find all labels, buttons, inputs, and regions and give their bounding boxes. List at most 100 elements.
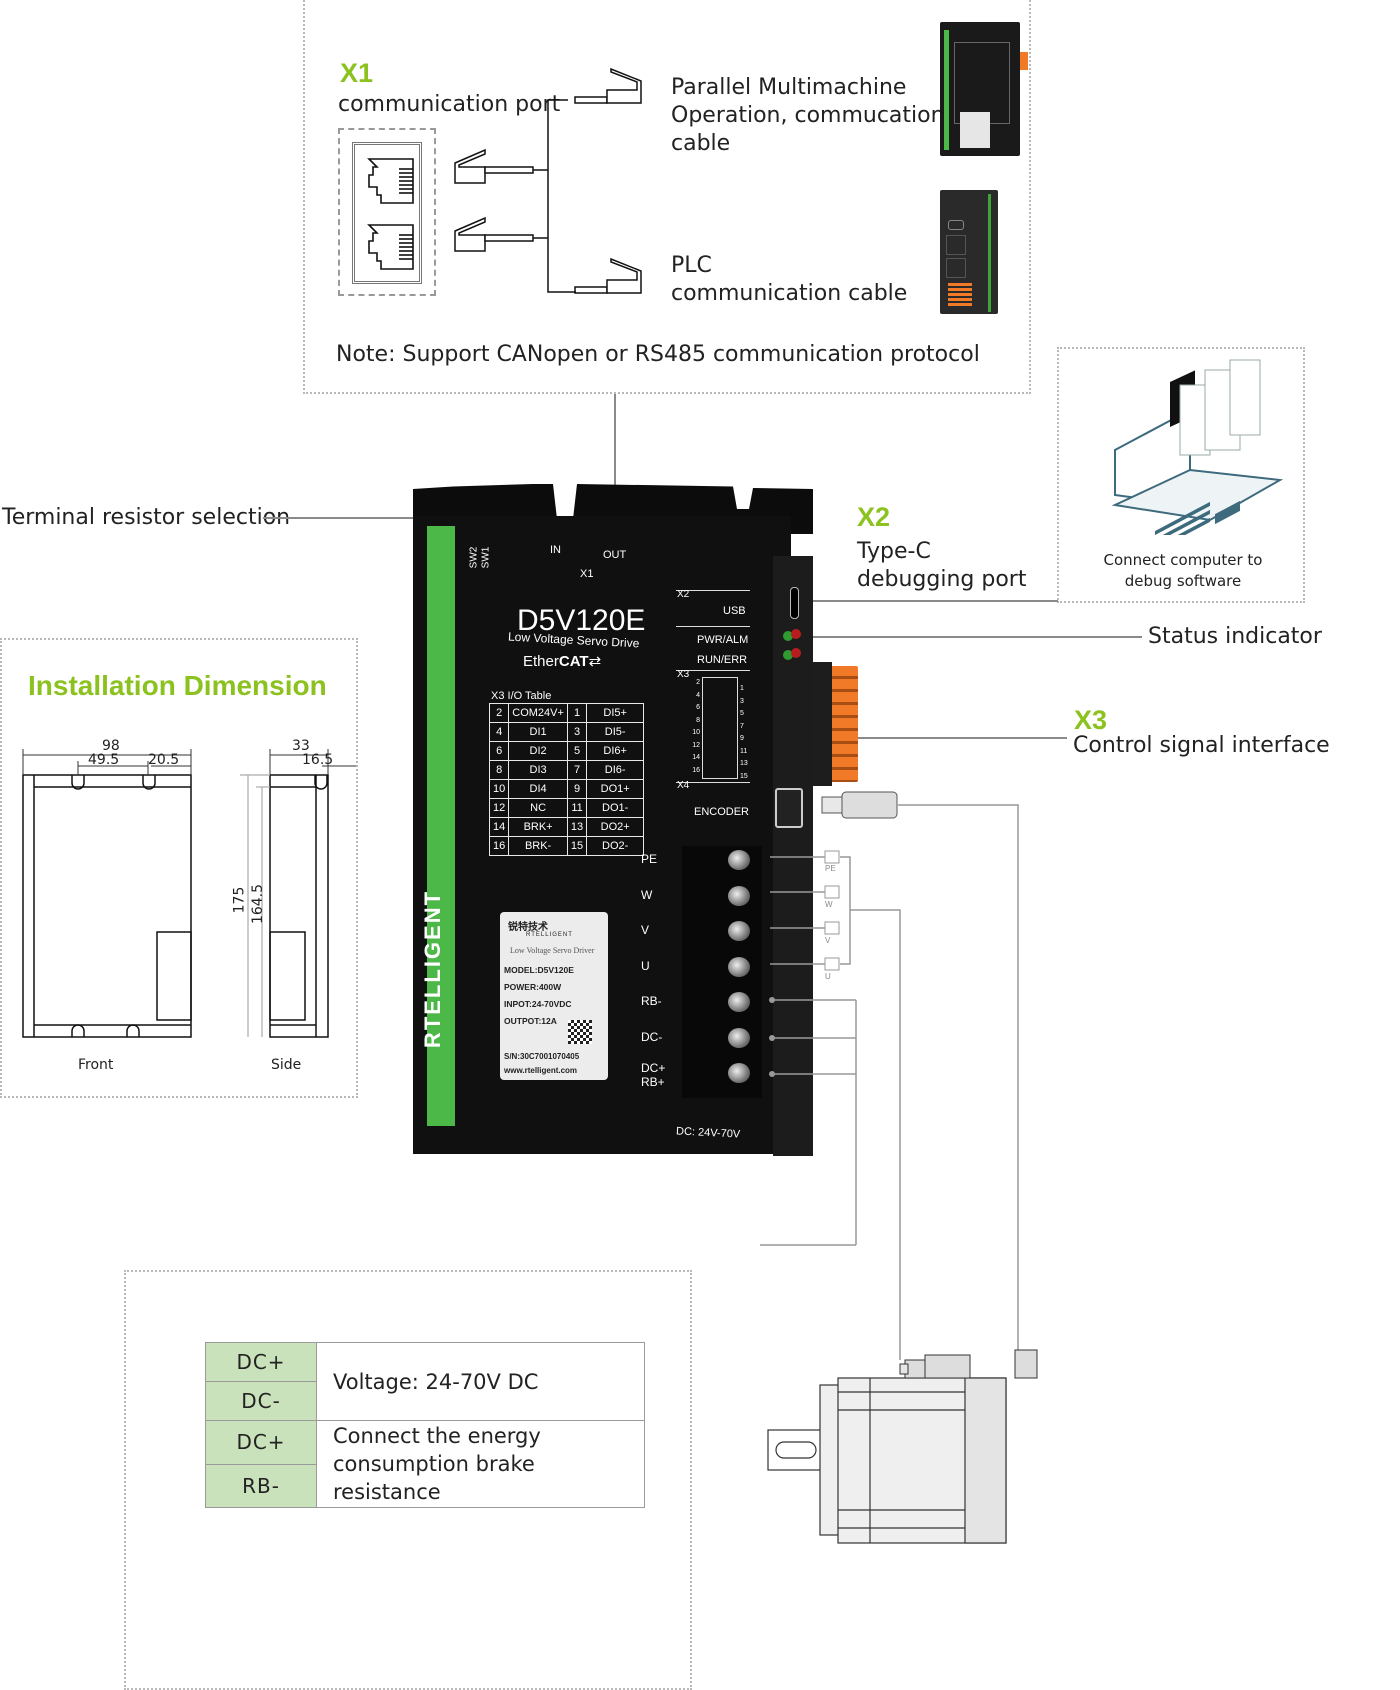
x3-pin-number: 6 xyxy=(696,704,700,711)
x3-pin-number: 2 xyxy=(696,679,700,686)
x3-port-label: X3 xyxy=(677,669,690,680)
x2-port-label: X2 xyxy=(677,589,690,600)
installation-title: Installation Dimension xyxy=(28,670,327,701)
x3-pin-number: 10 xyxy=(692,729,700,736)
wire-tag: PE xyxy=(825,864,836,873)
terminal-key: RB- xyxy=(205,1463,317,1508)
x2-title: Type-C debugging port xyxy=(857,538,1026,594)
terminal-label: U xyxy=(641,958,650,973)
ethercat-arrows-icon: ⇄ xyxy=(588,653,602,670)
io-pin-number: 7 xyxy=(566,760,588,780)
rj45-plug-icon xyxy=(606,67,642,104)
terminal-screw-icon[interactable] xyxy=(728,850,750,870)
x3-orange-connector[interactable] xyxy=(830,666,858,782)
plc-thumbnail xyxy=(940,190,998,314)
dim-front-slot-spacing: 49.5 xyxy=(88,752,120,768)
io-signal: DO1- xyxy=(586,798,645,818)
terminal-screw-icon[interactable] xyxy=(728,992,750,1012)
usb-typec-port[interactable] xyxy=(790,587,799,619)
x2-software-panel xyxy=(1057,347,1305,603)
io-pin-number: 8 xyxy=(488,760,510,780)
io-signal: DI5- xyxy=(586,722,645,742)
x3-pin-number: 1 xyxy=(740,685,744,692)
servo-drive-thumbnail xyxy=(940,22,1028,156)
io-signal: NC xyxy=(508,798,568,818)
encoder-label: ENCODER xyxy=(694,806,750,818)
io-signal: COM24V+ xyxy=(508,703,568,723)
side-view-label: Side xyxy=(271,1057,302,1073)
x3-pin-number: 11 xyxy=(740,747,748,755)
x1-tag: X1 xyxy=(340,58,374,88)
status-indicator-label: Status indicator xyxy=(1148,624,1322,649)
terminal-label: DC+ RB+ xyxy=(641,1061,666,1089)
io-pin-number: 16 xyxy=(488,836,510,856)
label-line: Parallel Multimachine xyxy=(671,75,907,100)
power-table-row: DC- xyxy=(205,1381,645,1421)
terminal-screw-icon[interactable] xyxy=(728,1063,750,1083)
wire-tag: U xyxy=(825,972,831,981)
encoder-port[interactable] xyxy=(775,788,803,828)
model-name: D5V120E xyxy=(517,604,646,637)
io-signal: DI6- xyxy=(586,760,645,780)
caption-line: Connect computer to xyxy=(1103,551,1263,569)
x4-port-label: X4 xyxy=(677,780,690,791)
description-line: consumption brake resistance xyxy=(333,1452,535,1504)
terminal-screw-icon[interactable] xyxy=(728,1027,750,1048)
terminal-screw-icon[interactable] xyxy=(728,885,750,906)
spec-line: INPOT:24-70VDC xyxy=(504,999,572,1009)
target-plc-label: PLC communication cable xyxy=(671,252,907,308)
x3-leader-line xyxy=(855,737,1067,739)
dim-side-height: 175 xyxy=(231,886,248,914)
io-signal: DI4 xyxy=(508,779,568,799)
terminal-block xyxy=(682,846,762,1098)
target-parallel-label: Parallel Multimachine Operation, commuca… xyxy=(671,74,945,158)
nameplate-brand-en: RTELLIGENT xyxy=(526,932,573,938)
io-signal: DI6+ xyxy=(586,741,645,761)
run-err-label: RUN/ERR xyxy=(697,654,748,666)
nameplate-serial: S/N:30C7001070405 xyxy=(504,1052,580,1061)
wire-tag: W xyxy=(825,900,833,909)
nameplate-brand-cn: 锐特技术 xyxy=(508,922,548,933)
caption-line: debug software xyxy=(1124,572,1242,590)
nameplate-website: www.rtelligent.com xyxy=(504,1066,578,1075)
x3-pin-number: 4 xyxy=(696,691,700,699)
x1-in-label: IN xyxy=(550,544,561,556)
terminal-screw-icon[interactable] xyxy=(728,921,750,941)
x3-pin-number: 12 xyxy=(692,741,700,749)
dimension-drawing xyxy=(22,749,356,1038)
x1-title: communication port xyxy=(338,92,561,117)
terminal-label: RB- xyxy=(641,994,662,1008)
rj45-plug-icon xyxy=(454,216,486,252)
terminal-resistor-label: Terminal resistor selection xyxy=(2,505,291,530)
terminal-label: PE xyxy=(641,852,658,866)
servo-motor xyxy=(767,1349,1038,1544)
pwr-alm-label: PWR/ALM xyxy=(697,634,749,646)
label-line: Type-C xyxy=(857,539,931,564)
x1-panel xyxy=(303,0,1031,394)
x2-tag: X2 xyxy=(857,502,891,532)
logo-part: Ether xyxy=(523,653,559,670)
rj45-plug-icon xyxy=(454,148,486,184)
led-pwr-green xyxy=(783,631,793,641)
power-table-row: DC+Voltage: 24-70V DC xyxy=(205,1342,645,1421)
terminal-screw-icon[interactable] xyxy=(728,956,750,977)
nameplate-specs: MODEL:D5V120E POWER:400W INPOT:24-70VDC … xyxy=(504,962,574,1030)
io-pin-number: 3 xyxy=(566,722,588,742)
terminal-resistor-leader xyxy=(263,517,513,519)
x3-pin-number: 14 xyxy=(692,754,700,761)
x3-pin-number: 3 xyxy=(740,697,744,705)
x1-cable-diagram xyxy=(454,67,642,294)
io-signal: DI2 xyxy=(508,741,568,761)
spec-line: MODEL:D5V120E xyxy=(504,965,574,975)
installation-panel xyxy=(0,638,358,1098)
terminal-label: DC- xyxy=(641,1029,663,1044)
nameplate: 锐特技术 RTELLIGENT Low Voltage Servo Driver… xyxy=(500,912,608,1080)
software-caption: Connect computer to debug software xyxy=(1080,550,1286,592)
io-signal: DO1+ xyxy=(586,779,645,799)
io-pin-number: 9 xyxy=(566,779,588,799)
sw2-label: SW2 xyxy=(468,546,480,569)
